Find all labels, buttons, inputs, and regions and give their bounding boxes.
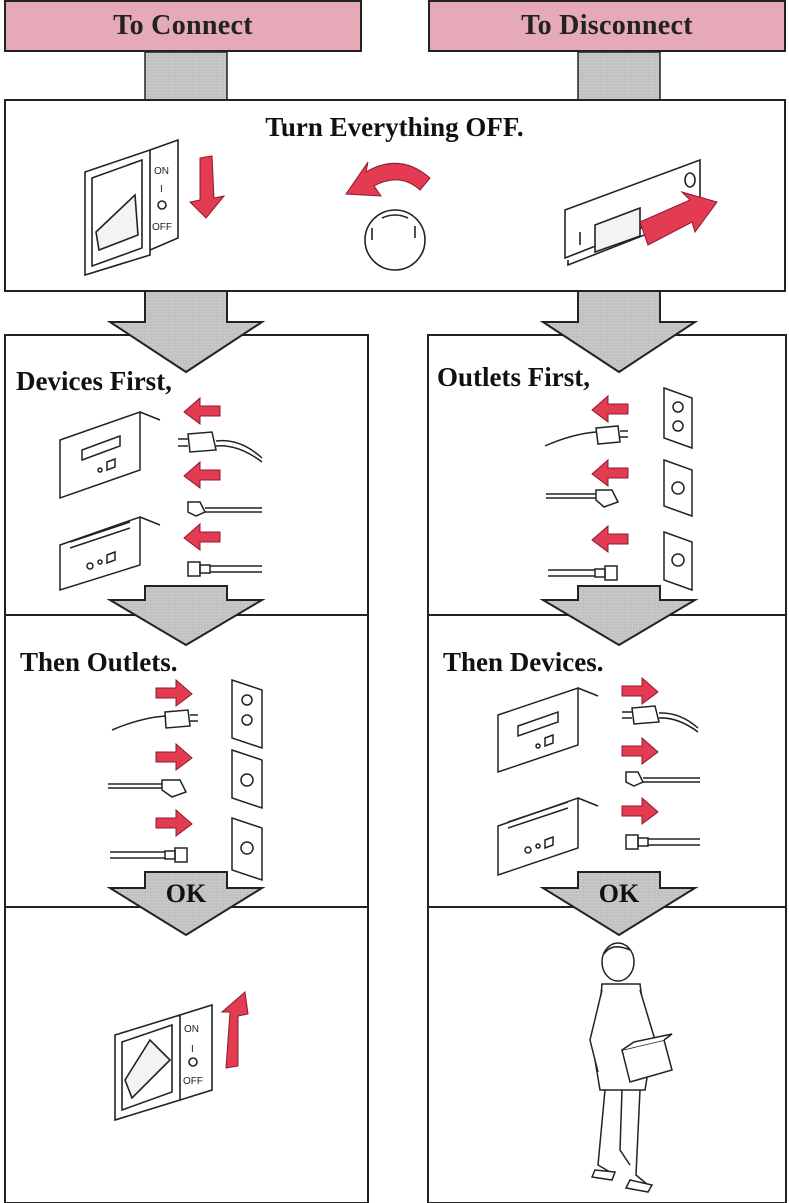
phone-cord-icon [187,501,262,517]
switch-on-mark: ON [154,166,169,177]
red-arrow-right-icon [621,676,659,705]
red-arrow-up-icon [220,991,249,1069]
power-switch-on-icon: ON I OFF [114,1003,213,1122]
power-cord-icon [622,705,699,733]
phone-cord-icon [108,779,188,798]
power-cord-icon [544,425,628,447]
power-cord-icon [178,431,263,463]
connector-left-top [144,51,228,101]
device-box-icon [59,410,161,500]
wall-outlet-icon [231,816,263,882]
device-box-icon [497,686,599,774]
ok-label-right: OK [598,879,640,908]
flow-arrow-right-ok [539,871,699,937]
red-rotate-arrow-icon [345,161,431,197]
device-box-icon [59,515,161,592]
coax-cable-icon [110,847,188,863]
header-to-disconnect: To Disconnect [428,0,786,52]
red-arrow-right-icon [155,808,193,837]
coax-cable-icon [625,834,700,850]
ok-label-left: OK [165,879,207,908]
panel-connect-done [4,906,369,1203]
red-arrow-right-icon [155,742,193,771]
red-arrow-down-icon [188,155,226,219]
coax-cable-icon [548,565,618,581]
red-push-arrow-icon [639,190,718,246]
phone-cord-icon [546,489,620,508]
panel-then-devices [427,614,787,908]
switch-off-mark: OFF [152,222,172,233]
rotary-knob-icon [364,209,426,271]
flow-arrow-left-ok [106,871,266,937]
switch-off-mark: OFF [183,1076,203,1087]
step-turn-off-title: Turn Everything OFF. [265,112,524,142]
flow-arrow-right-2 [539,585,699,647]
phone-cord-icon [625,771,700,787]
flow-arrow-left-2 [106,585,266,647]
flow-arrow-left-1 [106,290,266,374]
coax-cable-icon [187,561,262,577]
red-arrow-left-icon [591,524,629,553]
step-devices-first-title: Devices First, [16,366,172,396]
red-arrow-right-icon [155,678,193,707]
wall-outlet-icon [663,458,693,518]
switch-on-mark: ON [184,1024,199,1035]
red-arrow-right-icon [621,736,659,765]
switch-i-mark: I [160,184,163,195]
red-arrow-left-icon [591,458,629,487]
wall-outlet-icon [231,678,263,750]
red-arrow-left-icon [183,396,221,425]
wall-outlet-icon [663,530,693,592]
header-to-connect: To Connect [4,0,362,52]
step-then-outlets-title: Then Outlets. [20,647,178,677]
power-switch-icon: ON I OFF [84,138,179,277]
red-arrow-left-icon [183,460,221,489]
switch-i-mark: I [191,1044,194,1055]
device-box-icon [497,796,599,877]
wall-outlet-icon [231,748,263,810]
wall-outlet-icon [663,386,693,450]
step-outlets-first-title: Outlets First, [437,362,590,392]
red-arrow-left-icon [183,522,221,551]
step-then-devices-title: Then Devices. [443,647,604,677]
person-carrying-box-icon [589,942,673,1193]
red-arrow-right-icon [621,796,659,825]
red-arrow-left-icon [591,394,629,423]
flow-arrow-right-1 [539,290,699,374]
connector-right-top [577,51,661,101]
power-cord-icon [111,709,198,731]
